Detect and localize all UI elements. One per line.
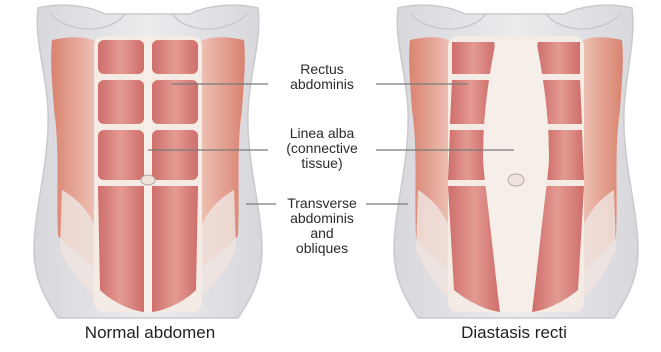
rectus-abdominis-left-column [98, 40, 144, 312]
normal-abdomen-illustration [34, 5, 262, 318]
navel [508, 174, 524, 186]
label-linea-alba: Linea alba (connective tissue) [268, 126, 376, 171]
rectus-abdominis-right-column [152, 40, 198, 312]
label-rectus-abdominis: Rectus abdominis [270, 62, 374, 92]
caption-diastasis-recti: Diastasis recti [414, 323, 614, 343]
caption-normal-abdomen: Normal abdomen [50, 323, 250, 343]
navel [141, 175, 155, 185]
diastasis-recti-illustration [394, 5, 638, 318]
linea-alba [144, 36, 152, 312]
label-transverse-abdominis: Transverse abdominis and obliques [270, 196, 374, 256]
